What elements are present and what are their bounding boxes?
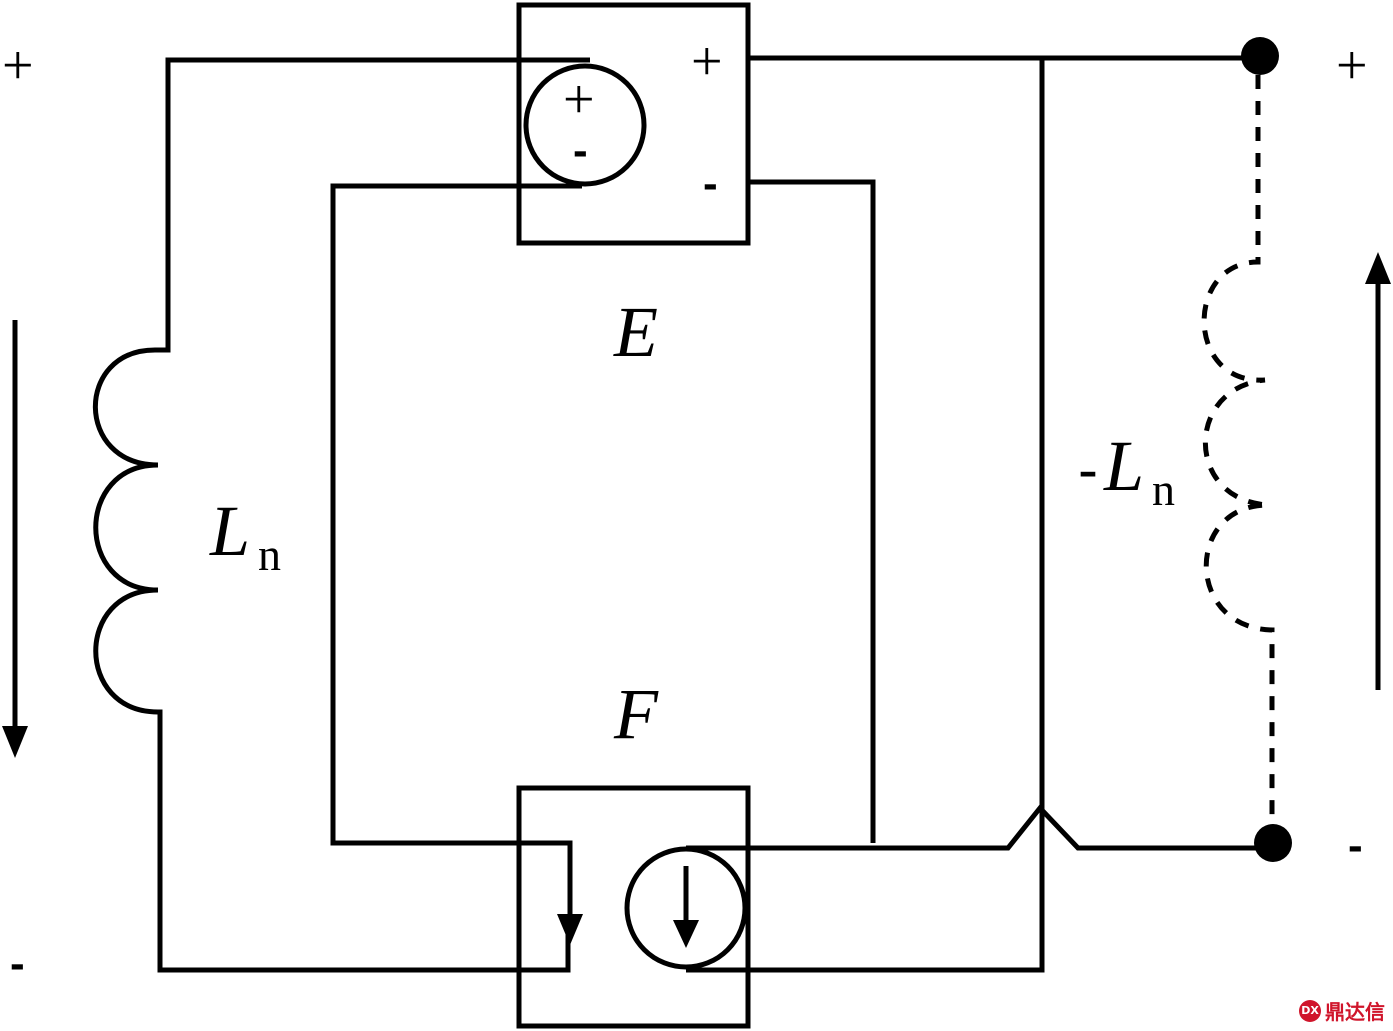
right-minus-terminal-dot	[1254, 824, 1292, 862]
block-e-label: E	[613, 292, 658, 372]
block-f-box	[516, 785, 751, 1029]
right-voltage-arrowhead	[1365, 252, 1391, 284]
inner-loop-wire	[330, 183, 582, 930]
right-plus-terminal-dot	[1241, 37, 1279, 75]
vertical-bus-wire	[686, 58, 1045, 973]
block-f-output-wire	[686, 804, 1270, 851]
right-port-plus: +	[1336, 35, 1368, 97]
block-f-label: F	[613, 674, 659, 754]
watermark-text: 鼎达信	[1325, 1000, 1385, 1024]
block-e-box	[516, 2, 751, 246]
current-source-arrowhead	[673, 920, 699, 948]
source-plus-sign: +	[563, 69, 595, 131]
left-inductor-subscript: n	[258, 529, 281, 580]
negative-inductor-dashed	[1201, 75, 1275, 822]
watermark: DX 鼎达信	[1299, 996, 1385, 1025]
voltage-source-icon	[523, 63, 647, 187]
left-port-plus: +	[2, 35, 34, 97]
right-inductor-prefix: -	[1078, 436, 1098, 503]
right-port-minus: -	[1348, 821, 1363, 870]
left-outer-wire	[93, 57, 590, 973]
block-e-minus-terminal: -	[703, 159, 718, 208]
inner-loop-arrowhead	[557, 914, 583, 945]
right-inductor-subscript: n	[1152, 464, 1175, 515]
left-inductor-symbol: L	[209, 491, 250, 571]
right-inductor-symbol: L	[1103, 426, 1144, 506]
watermark-logo-icon: DX	[1299, 999, 1321, 1022]
block-e-plus-terminal: +	[691, 31, 723, 93]
block-e-minus-wire	[750, 179, 876, 843]
left-port-minus: -	[10, 939, 25, 988]
left-voltage-arrowhead	[2, 726, 28, 758]
source-minus-sign: -	[573, 126, 588, 175]
